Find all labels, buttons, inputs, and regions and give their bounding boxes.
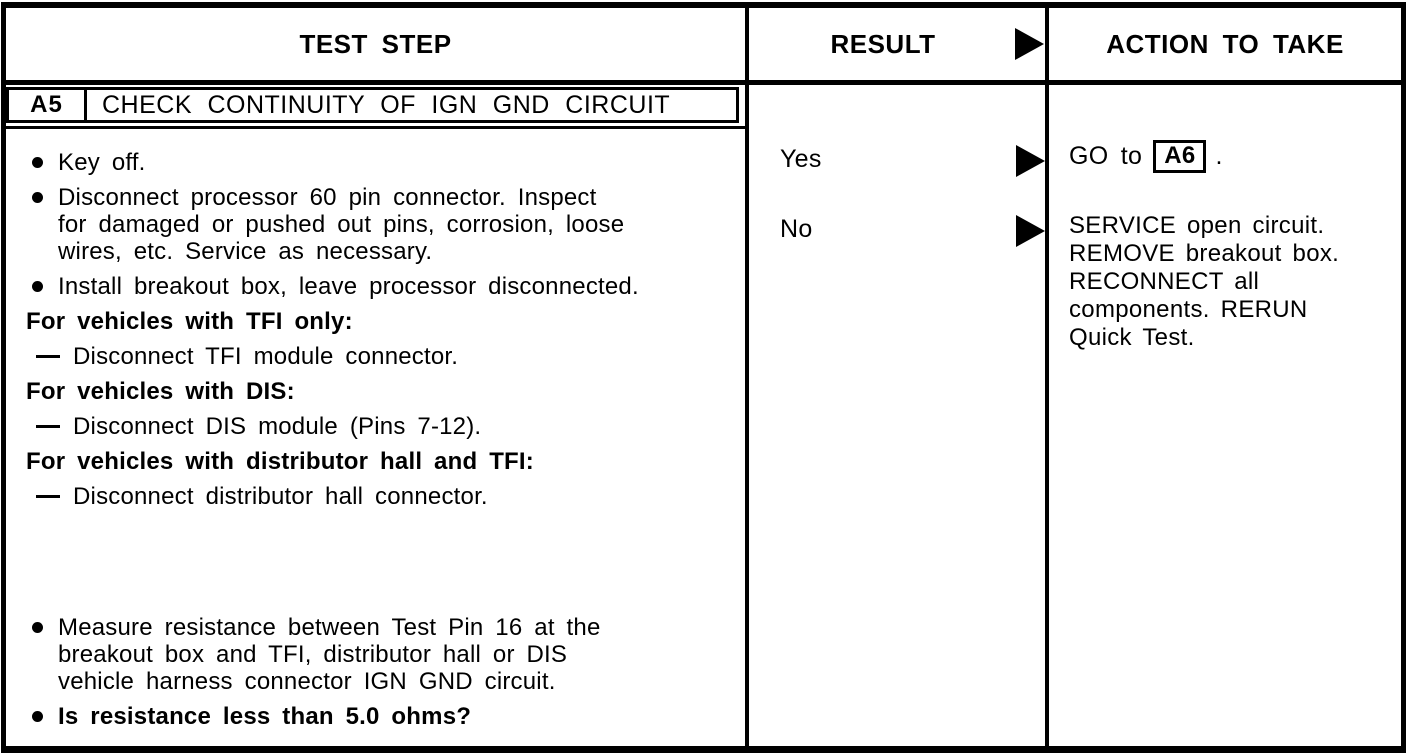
test-step-header: TEST STEP	[6, 8, 745, 85]
step-id-badge: A5	[9, 90, 87, 120]
list-item-text: Install breakout box, leave processor di…	[58, 273, 639, 300]
result-column: RESULT Yes No	[749, 8, 1049, 746]
test-step-column: TEST STEP A5 CHECK CONTINUITY OF IGN GND…	[6, 8, 749, 746]
go-to-prefix: GO to	[1069, 142, 1143, 170]
arrow-right-icon	[1016, 145, 1045, 177]
action-header: ACTION TO TAKE	[1049, 8, 1401, 85]
step-title: CHECK CONTINUITY OF IGN GND CIRCUIT	[102, 90, 671, 119]
action-header-label: ACTION TO TAKE	[1106, 28, 1344, 59]
bullet-icon	[32, 711, 43, 722]
list-item: Measure resistance between Test Pin 16 a…	[26, 614, 737, 695]
list-item-text: For vehicles with TFI only:	[26, 308, 353, 335]
step-header-row: A5 CHECK CONTINUITY OF IGN GND CIRCUIT	[6, 87, 739, 123]
go-to-suffix: .	[1215, 142, 1223, 170]
list-item: Key off.	[26, 149, 737, 176]
result-header-label: RESULT	[830, 28, 936, 59]
list-item-text: Disconnect distributor hall connector.	[73, 483, 488, 510]
list-item: For vehicles with distributor hall and T…	[26, 448, 737, 475]
result-header: RESULT	[749, 8, 1045, 85]
list-item-text: Key off.	[58, 149, 146, 176]
bullet-icon	[32, 281, 43, 292]
list-item: Disconnect distributor hall connector.	[26, 483, 737, 510]
result-row-yes: Yes	[749, 145, 1045, 179]
dash-icon	[36, 355, 60, 358]
result-body: Yes No	[749, 85, 1045, 746]
list-item-text: Disconnect TFI module connector.	[73, 343, 459, 370]
list-item-text: For vehicles with DIS:	[26, 378, 295, 405]
result-row-no: No	[749, 215, 1045, 249]
step-header-rule	[6, 126, 745, 129]
list-item: Install breakout box, leave processor di…	[26, 273, 737, 300]
test-step-items: Key off. Disconnect processor 60 pin conn…	[6, 129, 745, 730]
list-item: Is resistance less than 5.0 ohms?	[26, 703, 737, 730]
action-yes-text: GO to A6 .	[1069, 140, 1223, 173]
bullet-icon	[32, 622, 43, 633]
result-no-label: No	[780, 215, 813, 243]
list-item-text: For vehicles with distributor hall and T…	[26, 448, 534, 475]
list-item: For vehicles with TFI only:	[26, 308, 737, 335]
action-no-text: SERVICE open circuit. REMOVE breakout bo…	[1069, 212, 1340, 351]
list-item-text: Measure resistance between Test Pin 16 a…	[58, 614, 601, 695]
dash-icon	[36, 425, 60, 428]
list-item: Disconnect processor 60 pin connector. I…	[26, 184, 737, 265]
action-body: GO to A6 . SERVICE open circuit. REMOVE …	[1049, 85, 1401, 746]
test-step-header-label: TEST STEP	[299, 28, 452, 59]
dash-icon	[36, 495, 60, 498]
list-item: Disconnect TFI module connector.	[26, 343, 737, 370]
result-yes-label: Yes	[780, 145, 822, 173]
action-column: ACTION TO TAKE GO to A6 . SERVICE open c…	[1049, 8, 1401, 746]
list-item: Disconnect DIS module (Pins 7-12).	[26, 413, 737, 440]
test-step-body: A5 CHECK CONTINUITY OF IGN GND CIRCUIT K…	[6, 85, 745, 746]
bullet-icon	[32, 192, 43, 203]
list-item-text: Disconnect processor 60 pin connector. I…	[58, 184, 625, 265]
list-item-text: Disconnect DIS module (Pins 7-12).	[73, 413, 482, 440]
list-item: For vehicles with DIS:	[26, 378, 737, 405]
bullet-icon	[32, 157, 43, 168]
step-ref-a6-box: A6	[1153, 140, 1207, 173]
list-item-text: Is resistance less than 5.0 ohms?	[58, 703, 472, 730]
arrow-right-icon	[1015, 28, 1044, 60]
arrow-right-icon	[1016, 215, 1045, 247]
